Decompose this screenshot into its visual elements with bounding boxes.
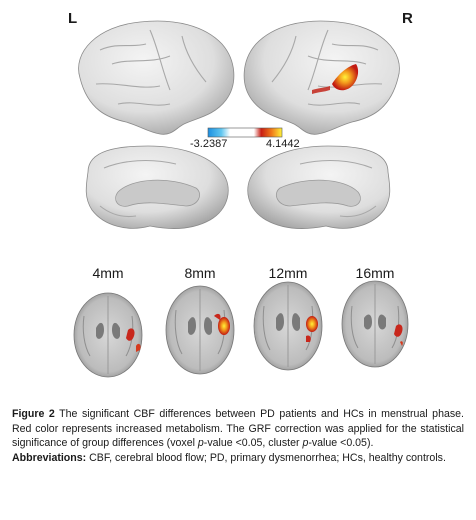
right-lateral-activation xyxy=(332,64,359,91)
abbreviations-label: Abbreviations: xyxy=(12,451,87,464)
brain-figure-svg xyxy=(73,20,409,378)
caption-italic-p: p xyxy=(302,437,309,450)
slice-depth-label: 4mm xyxy=(92,265,124,281)
abbreviations-text: CBF, cerebral blood flow; PD, primary dy… xyxy=(86,451,446,464)
figure-panel: L R xyxy=(68,10,413,378)
colorbar xyxy=(207,127,283,138)
right-lateral-brain xyxy=(243,20,400,135)
right-hemisphere-label: R xyxy=(402,10,413,27)
left-medial-brain xyxy=(85,145,229,229)
caption-text: -value <0.05, cluster xyxy=(203,437,303,450)
figure-caption: Figure 2 The significant CBF differences… xyxy=(12,407,464,465)
axial-slice-8mm xyxy=(165,285,235,375)
axial-slice-12mm xyxy=(253,281,323,371)
left-hemisphere-label: L xyxy=(68,10,78,27)
slice-depth-label: 12mm xyxy=(268,265,308,281)
axial-slice-16mm xyxy=(341,280,409,368)
slice-depth-label: 8mm xyxy=(184,265,216,281)
caption-text: The significant CBF differences between … xyxy=(12,408,464,450)
caption-italic-p: p xyxy=(197,437,204,450)
caption-paragraph: Figure 2 The significant CBF differences… xyxy=(12,407,464,451)
right-medial-brain xyxy=(247,145,391,229)
left-lateral-brain xyxy=(78,20,235,135)
axial-slice-4mm xyxy=(73,292,143,378)
abbreviations-paragraph: Abbreviations: CBF, cerebral blood flow;… xyxy=(12,451,464,466)
caption-text: -value <0.05). xyxy=(308,437,374,450)
figure-label: Figure 2 xyxy=(12,408,55,420)
slice-depth-label: 16mm xyxy=(355,265,395,281)
colorbar-min-label: -3.2387 xyxy=(190,138,228,150)
colorbar-max-label: 4.1442 xyxy=(266,138,300,150)
